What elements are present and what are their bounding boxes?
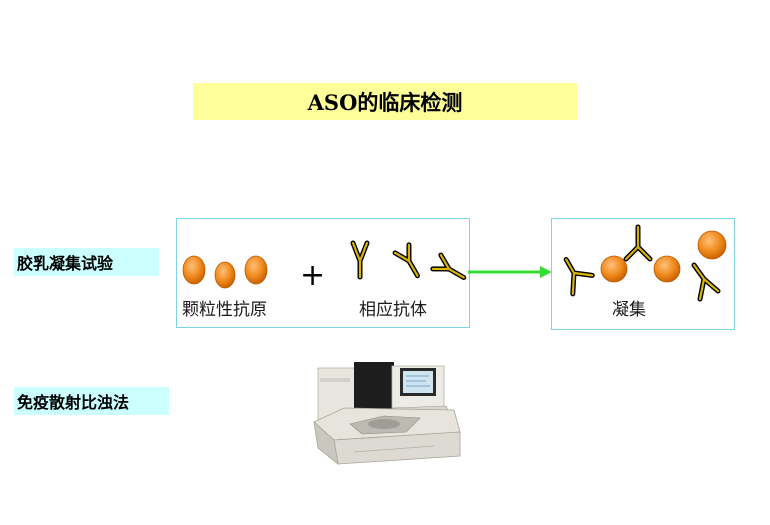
method-label-latex-text: 胶乳凝集试验 — [17, 254, 114, 273]
agg-bead-1 — [600, 255, 628, 283]
antibody-1 — [350, 240, 370, 280]
agg-antibody-2 — [623, 224, 653, 262]
agg-bead-2 — [653, 255, 681, 283]
analyzer-instrument-image — [313, 362, 461, 465]
page-title: ASO的临床检测 — [307, 89, 463, 115]
antigen-bead-3 — [244, 255, 268, 285]
method-label-immuno: 免疫散射比浊法 — [14, 387, 169, 415]
method-label-immuno-text: 免疫散射比浊法 — [17, 393, 130, 412]
antibody-2 — [392, 242, 420, 279]
antibody-label: 相应抗体 — [359, 300, 427, 320]
reaction-arrow — [468, 266, 552, 278]
agg-antibody-3 — [691, 262, 721, 302]
antigen-bead-2 — [214, 261, 236, 289]
method-label-latex: 胶乳凝集试验 — [14, 248, 159, 276]
agglutination-panel: 凝集 — [551, 218, 735, 330]
reactants-illustration: + — [182, 240, 467, 293]
antigen-bead-1 — [182, 255, 206, 285]
agg-bead-3 — [697, 230, 727, 260]
antigen-label: 颗粒性抗原 — [182, 300, 267, 320]
agglutination-illustration — [563, 224, 727, 302]
agg-antibody-1 — [563, 256, 595, 297]
reactants-panel: + 颗粒性抗原 相应抗体 — [176, 218, 470, 328]
plus-sign: + — [300, 258, 325, 293]
antibody-3 — [430, 252, 467, 280]
title-box: ASO的临床检测 — [193, 83, 577, 120]
agglutination-label: 凝集 — [612, 300, 646, 320]
